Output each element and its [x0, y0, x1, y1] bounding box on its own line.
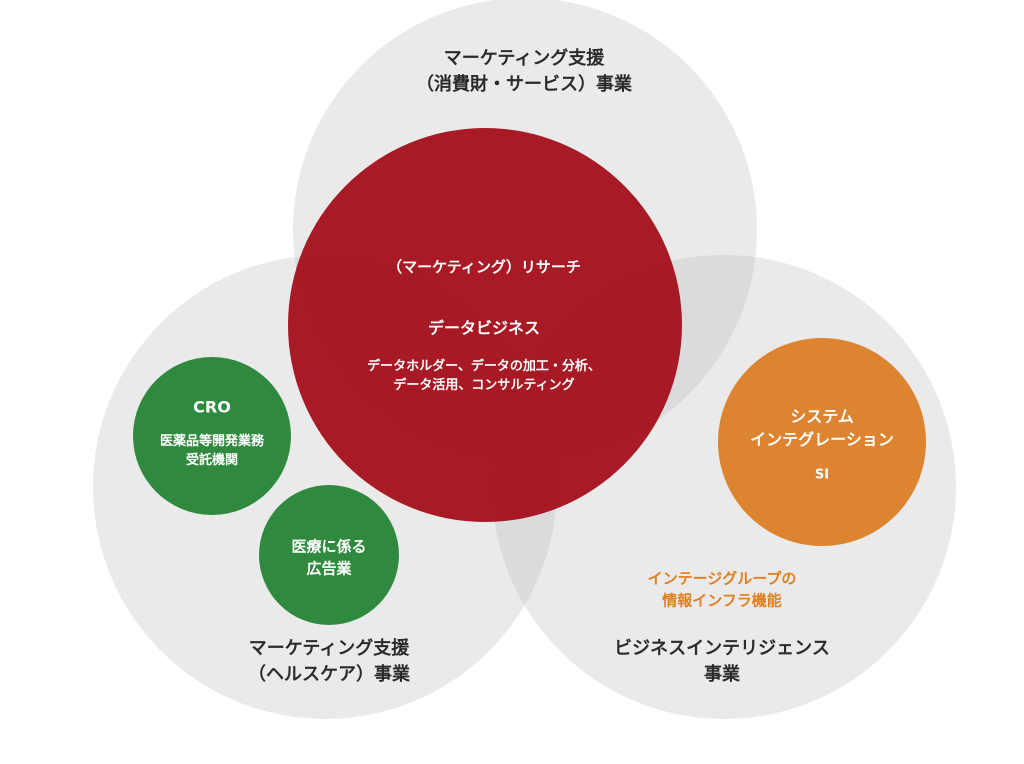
cro-title: CRO	[193, 397, 231, 417]
system-integration-label: システム インテグレーション	[750, 405, 894, 451]
medical-advertising-line1: 医療に係る	[291, 537, 367, 556]
data-business-detail: データホルダー、データの加工・分析、 データ活用、コンサルティング	[367, 358, 601, 396]
marketing-healthcare-title-line1: マーケティング支援	[248, 637, 410, 659]
business-intelligence-title-line1: ビジネスインテリジェンス	[614, 637, 830, 659]
research-data-business-circle	[288, 128, 682, 522]
medical-advertising-label: 医療に係る 広告業	[291, 536, 366, 580]
data-business-label: データビジネス	[427, 318, 541, 338]
marketing-healthcare-title: マーケティング支援 （ヘルスケア）事業	[248, 636, 410, 688]
info-infrastructure-note: インテージグループの 情報インフラ機能	[648, 568, 797, 612]
system-integration-circle	[718, 338, 926, 546]
cro-description: 医薬品等開発業務 受託機関	[160, 433, 264, 471]
marketing-consumer-title-line2: （消費財・サービス）事業	[416, 74, 632, 95]
medical-advertising-circle	[259, 485, 399, 625]
si-abbreviation: SI	[814, 467, 830, 483]
data-business-detail-line2: データ活用、コンサルティング	[393, 378, 575, 393]
marketing-healthcare-title-line2: （ヘルスケア）事業	[248, 664, 410, 685]
cro-circle	[133, 357, 291, 515]
system-integration-line1: システム	[790, 406, 854, 426]
medical-advertising-line2: 広告業	[306, 559, 352, 577]
marketing-consumer-title-line1: マーケティング支援	[443, 47, 605, 69]
system-integration-line2: インテグレーション	[750, 430, 894, 449]
data-business-detail-line1: データホルダー、データの加工・分析、	[367, 359, 601, 375]
business-intelligence-title: ビジネスインテリジェンス 事業	[614, 636, 830, 688]
business-intelligence-title-line2: 事業	[703, 664, 740, 685]
research-label: （マーケティング）リサーチ	[387, 258, 581, 277]
cro-description-line2: 受託機関	[185, 453, 239, 468]
info-infrastructure-note-line2: 情報インフラ機能	[662, 591, 782, 609]
info-infrastructure-note-line1: インテージグループの	[647, 569, 797, 588]
marketing-consumer-title: マーケティング支援 （消費財・サービス）事業	[416, 46, 632, 98]
cro-description-line1: 医薬品等開発業務	[159, 434, 265, 450]
